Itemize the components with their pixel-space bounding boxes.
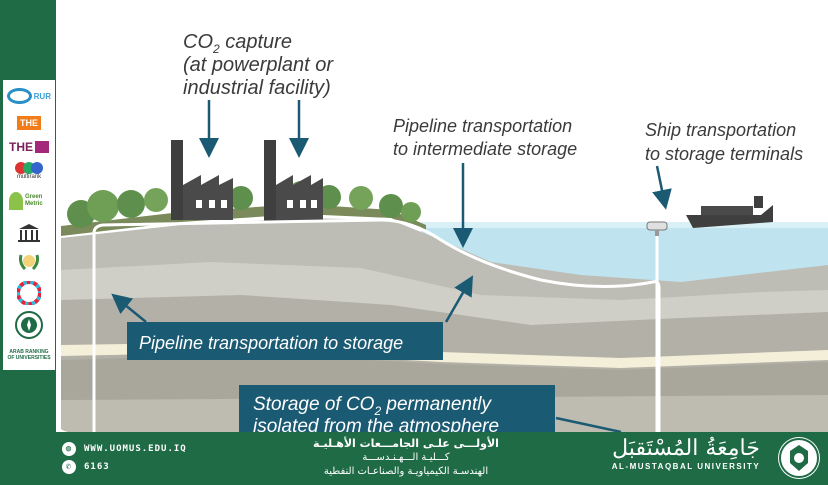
capture-label-line3: industrial facility) — [183, 77, 331, 99]
pipeline-storage-box — [127, 322, 443, 360]
arab-ranking-emblem-icon — [7, 310, 51, 340]
storage-label-line2: isolated from the atmosphere — [253, 416, 499, 432]
classical-building-icon — [7, 222, 51, 244]
the-ranking-logo: THE — [7, 114, 51, 132]
website-link[interactable]: WWW.UOMUS.EDU.IQ — [84, 444, 187, 454]
university-name-english: AL-MUSTAQBAL UNIVERSITY — [611, 462, 761, 471]
left-sidebar-bar: RUR THE THE multirank Green Metric — [0, 0, 56, 485]
ship-label-line1: Ship transportation — [645, 120, 796, 140]
university-name-arabic: جَامِعَةُ المُسْتَقبَل — [612, 436, 760, 461]
storage-label-line1: Storage of CO2 permanently — [253, 394, 492, 418]
pipeline-intermediate-label-line2: to intermediate storage — [393, 139, 577, 159]
pipeline-intermediate-label-line1: Pipeline transportation — [393, 116, 572, 136]
ship-icon — [686, 196, 773, 228]
globe-icon: ◍ — [62, 442, 76, 456]
factory-right-icon — [264, 140, 323, 222]
storage-box — [239, 385, 555, 432]
rur-ranking-logo: RUR — [7, 86, 51, 106]
sdg-wheel-icon — [7, 280, 51, 306]
arrow-to-right-pipe — [444, 275, 474, 323]
phone-number: 6163 — [84, 462, 110, 472]
pipeline-storage-label: Pipeline transportation to storage — [139, 333, 403, 353]
arrow-ship — [652, 165, 672, 210]
ship-label-line2: to storage terminals — [645, 144, 803, 164]
footer-bar: ◍ WWW.UOMUS.EDU.IQ ✆ 6163 الأولـــى علـى… — [56, 432, 828, 485]
multirank-logo: multirank — [7, 160, 51, 182]
footer-line1: الأولـــى علـى الجامـــعات الأهـليـة — [313, 437, 499, 450]
laurel-emblem-icon — [7, 250, 51, 274]
the-impact-ranking-logo: THE — [7, 138, 51, 156]
university-logo: جَامِعَةُ المُسْتَقبَل AL-MUSTAQBAL UNIV… — [601, 436, 771, 481]
capture-label-line2: (at powerplant or — [183, 54, 334, 76]
arrow-to-left-pipe — [111, 293, 147, 323]
slide-frame: CO2 capture (at powerplant or industrial… — [56, 0, 828, 432]
arrow-storage — [555, 416, 622, 432]
phone-icon: ✆ — [62, 460, 76, 474]
pipeline — [92, 218, 661, 432]
arab-ranking-text-logo: ARAB RANKING OF UNIVERSITIES — [7, 349, 51, 361]
ccs-diagram: CO2 capture (at powerplant or industrial… — [61, 0, 828, 432]
phone-row: ✆ 6163 — [62, 458, 187, 476]
water-surface — [421, 222, 828, 228]
greenmetric-logo: Green Metric — [7, 188, 51, 214]
ground-edge — [61, 204, 426, 236]
ranking-logos-panel: RUR THE THE multirank Green Metric — [3, 80, 55, 370]
storage-terminal-icon — [646, 221, 668, 236]
university-seal-icon — [778, 437, 820, 479]
footer-college-info: الأولـــى علـى الجامـــعات الأهـليـة كــ… — [256, 437, 556, 479]
footer-contact: ◍ WWW.UOMUS.EDU.IQ ✆ 6163 — [62, 440, 187, 476]
factory-left-icon — [171, 140, 233, 220]
website-row: ◍ WWW.UOMUS.EDU.IQ — [62, 440, 187, 458]
footer-line2: كـــليـة الـــهـنـدســـة — [362, 452, 450, 463]
footer-line3: الهندسـة الكيمياويـة والصناعـات النفطية — [323, 466, 489, 477]
capture-label-line1: CO2 capture — [183, 31, 292, 56]
